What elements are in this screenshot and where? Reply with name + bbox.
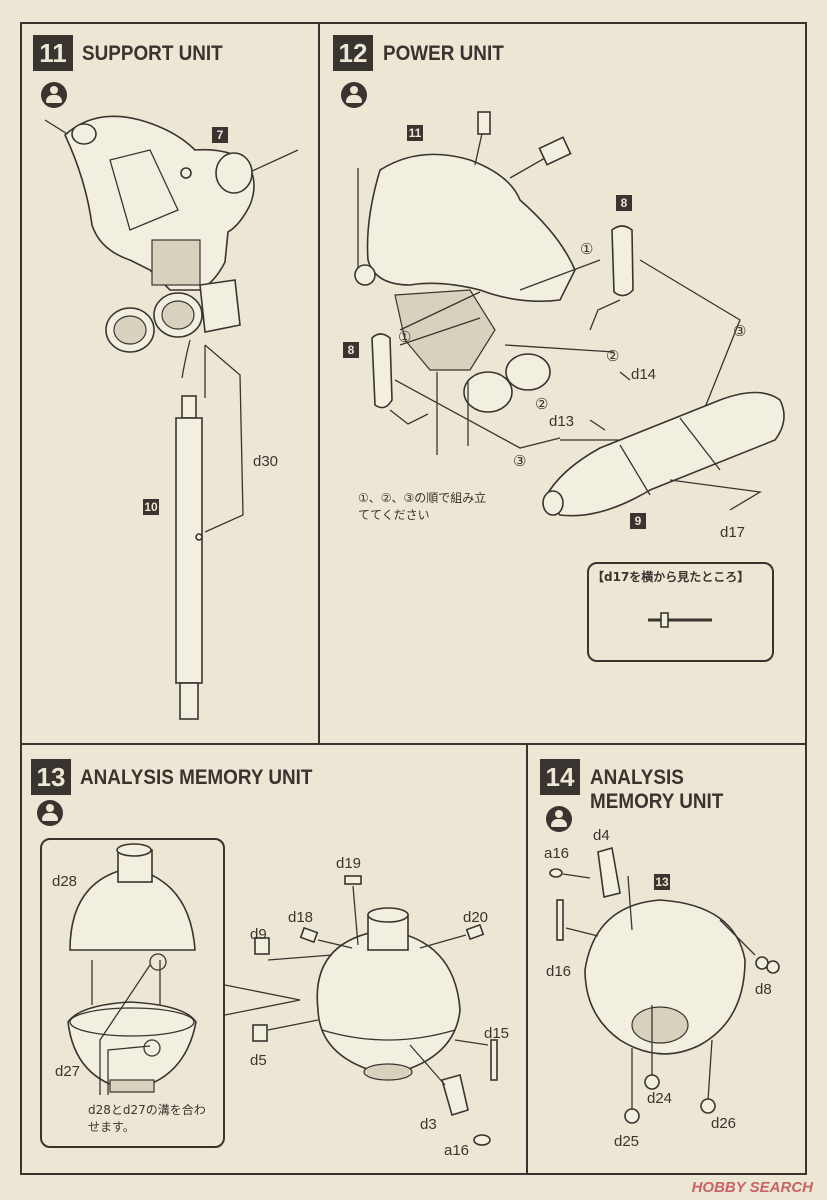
label-d9: d9: [250, 926, 267, 943]
power-unit-illustration: [354, 111, 785, 517]
part-11-tag: 11: [407, 125, 423, 141]
label-a16: a16: [444, 1142, 470, 1159]
step-11-title: SUPPORT UNIT: [82, 42, 223, 65]
circle-2-marker: ②: [535, 396, 549, 413]
part-8-tag: 8: [616, 195, 632, 211]
person-icon: [341, 82, 367, 108]
label-d18: d18: [288, 909, 314, 926]
label-d3: d3: [420, 1116, 437, 1133]
groove-alignment-callout: [40, 838, 225, 1148]
step-12-title: POWER UNIT: [383, 42, 504, 65]
label-d27: d27: [55, 1063, 81, 1080]
circle-1-marker: ①: [398, 329, 412, 346]
step-13-title: ANALYSIS MEMORY UNIT: [80, 766, 313, 789]
label-d8: d8: [755, 981, 772, 998]
analysis-memory-illustration: [67, 843, 498, 1146]
step-14-number: 14: [540, 759, 580, 795]
person-icon: [37, 800, 63, 826]
d17-side-view-illustration: [648, 612, 712, 628]
label-a16: a16: [544, 845, 570, 862]
label-d16: d16: [546, 963, 572, 980]
part-13-tag: 13: [654, 874, 670, 890]
support-unit-illustration: [44, 115, 299, 720]
label-d14: d14: [631, 366, 657, 383]
circle-3-marker: ③: [733, 323, 747, 340]
circle-1-marker: ①: [580, 241, 594, 258]
part-8-tag: 8: [343, 342, 359, 358]
label-d26: d26: [711, 1115, 737, 1132]
circle-3-marker: ③: [513, 453, 527, 470]
step-13-number: 13: [31, 759, 71, 795]
part-7-tag: 7: [212, 127, 228, 143]
step-14-title: ANALYSIS MEMORY UNIT: [590, 766, 724, 813]
part-9-tag: 9: [630, 513, 646, 529]
label-d15: d15: [484, 1025, 510, 1042]
step-11-number: 11: [33, 35, 73, 71]
label-d19: d19: [336, 855, 362, 872]
panel-step-14: [526, 743, 807, 1175]
label-d5: d5: [250, 1052, 267, 1069]
label-d30: d30: [253, 453, 279, 470]
label-d20: d20: [463, 909, 489, 926]
d17-side-view-callout: [587, 562, 774, 662]
label-d4: d4: [593, 827, 610, 844]
label-d13: d13: [549, 413, 575, 430]
watermark: HOBBY SEARCH: [691, 1179, 813, 1196]
step-12-number: 12: [333, 35, 373, 71]
d17-side-view-title: 【d17を横から見たところ】: [592, 570, 750, 584]
person-icon: [41, 82, 67, 108]
label-d25: d25: [614, 1133, 640, 1150]
assembly-order-note: ①、②、③の順で組み立ててください: [358, 491, 487, 522]
groove-alignment-note: d28とd27の溝を合わせます。: [88, 1103, 206, 1134]
circle-2-marker: ②: [606, 348, 620, 365]
label-d24: d24: [647, 1090, 673, 1107]
analysis-memory-unit-bottom-illustration: [549, 846, 780, 1124]
person-icon: [546, 806, 572, 832]
part-10-tag: 10: [143, 499, 159, 515]
label-d17: d17: [720, 524, 746, 541]
label-d28: d28: [52, 873, 78, 890]
